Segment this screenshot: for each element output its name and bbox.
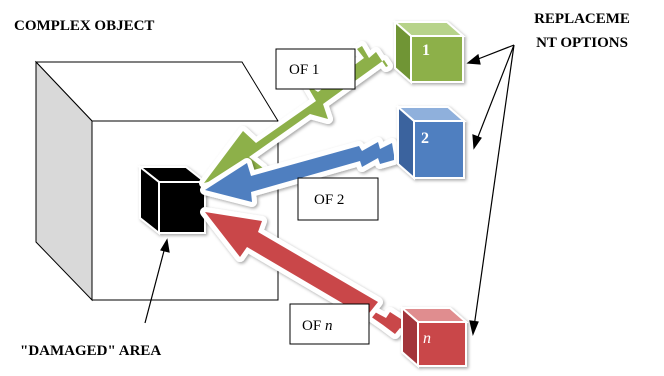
arrow-option-2 bbox=[200, 137, 399, 207]
of-1-label-box: OF 1 bbox=[275, 48, 356, 90]
option-cube-n: n bbox=[399, 305, 469, 369]
replacement-options-line1: REPLACEME bbox=[534, 11, 630, 27]
complex-object-cube bbox=[34, 60, 279, 302]
of-2-label: OF 2 bbox=[314, 192, 344, 208]
option-cube-1: 1 bbox=[392, 19, 466, 85]
option-cube-2-label: 2 bbox=[421, 130, 429, 147]
of-1-label: OF 1 bbox=[289, 62, 319, 78]
replacement-pointer-arrows bbox=[466, 44, 515, 336]
of-n-label-box: OF n bbox=[289, 303, 370, 345]
damaged-area-cube bbox=[137, 164, 208, 236]
option-cube-2: 2 bbox=[395, 104, 467, 181]
complex-object-title: COMPLEX OBJECT bbox=[14, 18, 154, 34]
of-2-label-box: OF 2 bbox=[297, 177, 379, 221]
of-n-label: OF n bbox=[302, 318, 332, 334]
replacement-options-line2: NT OPTIONS bbox=[536, 35, 628, 51]
option-cube-n-label: n bbox=[423, 330, 431, 347]
option-cube-1-label: 1 bbox=[422, 42, 430, 59]
replacement-options-label: REPLACEME NT OPTIONS bbox=[534, 11, 630, 51]
damaged-pointer-arrow bbox=[144, 238, 170, 324]
damaged-area-label: "DAMAGED" AREA bbox=[20, 343, 161, 359]
